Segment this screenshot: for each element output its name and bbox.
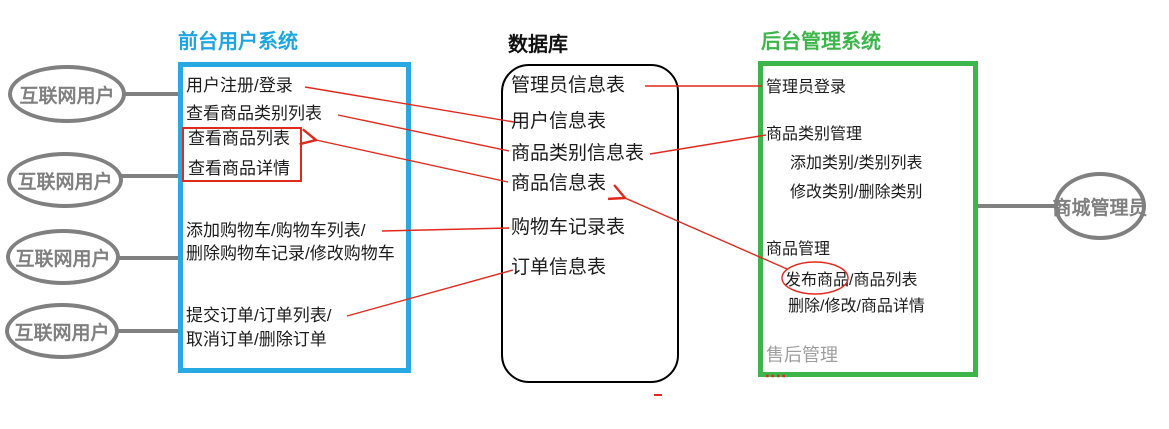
actor-internet-user: 互联网用户 — [5, 303, 119, 359]
backend-item: 修改类别/删除类别 — [790, 184, 923, 201]
backend-item: 发布商品/商品列表 — [785, 272, 918, 289]
actor-label: 互联网用户 — [15, 248, 111, 270]
frontend-panel-title: 前台用户系统 — [178, 31, 298, 53]
backend-panel — [758, 61, 978, 377]
actor-label: 商城管理员 — [1052, 197, 1148, 219]
frontend-item: 提交订单/订单列表/ — [186, 306, 332, 325]
backend-item: 管理员登录 — [766, 79, 847, 96]
database-table: 订单信息表 — [511, 257, 607, 278]
actor-connector-line — [975, 204, 1056, 208]
frontend-item: 删除购物车记录/修改购物车 — [186, 244, 395, 263]
database-table: 商品信息表 — [511, 173, 607, 194]
database-table: 用户信息表 — [511, 111, 607, 132]
frontend-item: 查看商品列表 — [188, 129, 290, 148]
actor-label: 互联网用户 — [14, 322, 110, 344]
backend-item: 删除/修改/商品详情 — [788, 298, 925, 315]
frontend-item: 查看商品类别列表 — [186, 104, 322, 123]
database-table: 购物车记录表 — [511, 217, 626, 238]
product-view-highlight-box — [182, 127, 302, 182]
backend-panel-title: 后台管理系统 — [761, 31, 881, 53]
actor-connector-line — [115, 329, 180, 333]
database-table: 管理员信息表 — [511, 75, 626, 96]
actor-connector-line — [119, 174, 183, 178]
actor-internet-user: 互联网用户 — [6, 229, 120, 285]
actor-label: 互联网用户 — [17, 171, 113, 193]
backend-item: 添加类别/类别列表 — [790, 155, 923, 172]
actor-mall-admin: 商城管理员 — [1052, 172, 1148, 240]
database-table: 商品类别信息表 — [511, 143, 645, 164]
backend-item: 商品管理 — [766, 241, 831, 258]
actor-connector-line — [116, 256, 180, 260]
actor-connector-line — [122, 92, 182, 96]
frontend-item: 用户注册/登录 — [186, 76, 293, 95]
frontend-item: 取消订单/删除订单 — [186, 330, 327, 349]
actor-label: 互联网用户 — [19, 85, 115, 107]
backend-item: 商品类别管理 — [766, 126, 863, 143]
frontend-item: 添加购物车/购物车列表/ — [186, 221, 366, 240]
actor-internet-user: 互联网用户 — [8, 65, 126, 123]
backend-item-after-sales: 售后管理 — [766, 345, 838, 365]
database-title: 数据库 — [508, 34, 568, 56]
actor-internet-user: 互联网用户 — [7, 152, 123, 208]
frontend-item: 查看商品详情 — [188, 159, 290, 178]
